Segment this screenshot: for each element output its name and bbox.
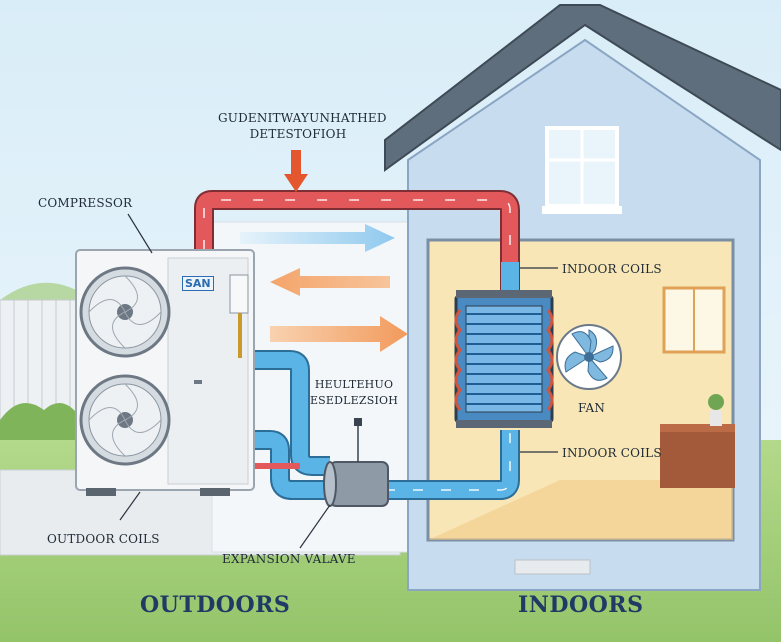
outdoor-coils-label: OUTDOOR COILS bbox=[47, 532, 160, 546]
cold-refrigerant-line bbox=[240, 350, 520, 500]
expansion-valve bbox=[323, 418, 389, 507]
indoor-coils-bottom-label: INDOOR COILS bbox=[562, 446, 662, 460]
indoor-coil-unit bbox=[454, 290, 554, 428]
expansion-valve-label: EXPANSION VALAVE bbox=[222, 552, 356, 566]
pipe-transition-top bbox=[501, 262, 519, 292]
indoor-coils-top-label: INDOOR COILS bbox=[562, 262, 662, 276]
indoor-fan bbox=[556, 324, 622, 390]
top-annotation-line2: DETESTOFIOH bbox=[249, 127, 347, 141]
unit-brand-badge: SAN bbox=[182, 276, 214, 291]
leader-lines bbox=[119, 213, 558, 549]
fan-grilles bbox=[88, 275, 162, 457]
middle-annotation-line2: ESEDLEZSIOH bbox=[309, 394, 399, 407]
hot-refrigerant-line bbox=[194, 190, 520, 290]
outdoor-unit bbox=[75, 249, 255, 496]
airflow-arrows bbox=[240, 224, 408, 352]
top-annotation-line1: GUDENITWAYUNHATHED bbox=[218, 111, 387, 125]
middle-annotation-line1: HEULTEHUO bbox=[314, 378, 394, 391]
outdoors-region-label: OUTDOORS bbox=[140, 592, 291, 618]
indoors-region-label: INDOORS bbox=[518, 592, 644, 618]
top-annotation-arrow bbox=[284, 150, 308, 192]
fan-label: FAN bbox=[578, 401, 606, 415]
bushes bbox=[0, 402, 82, 450]
compressor-label: COMPRESSOR bbox=[38, 196, 133, 210]
